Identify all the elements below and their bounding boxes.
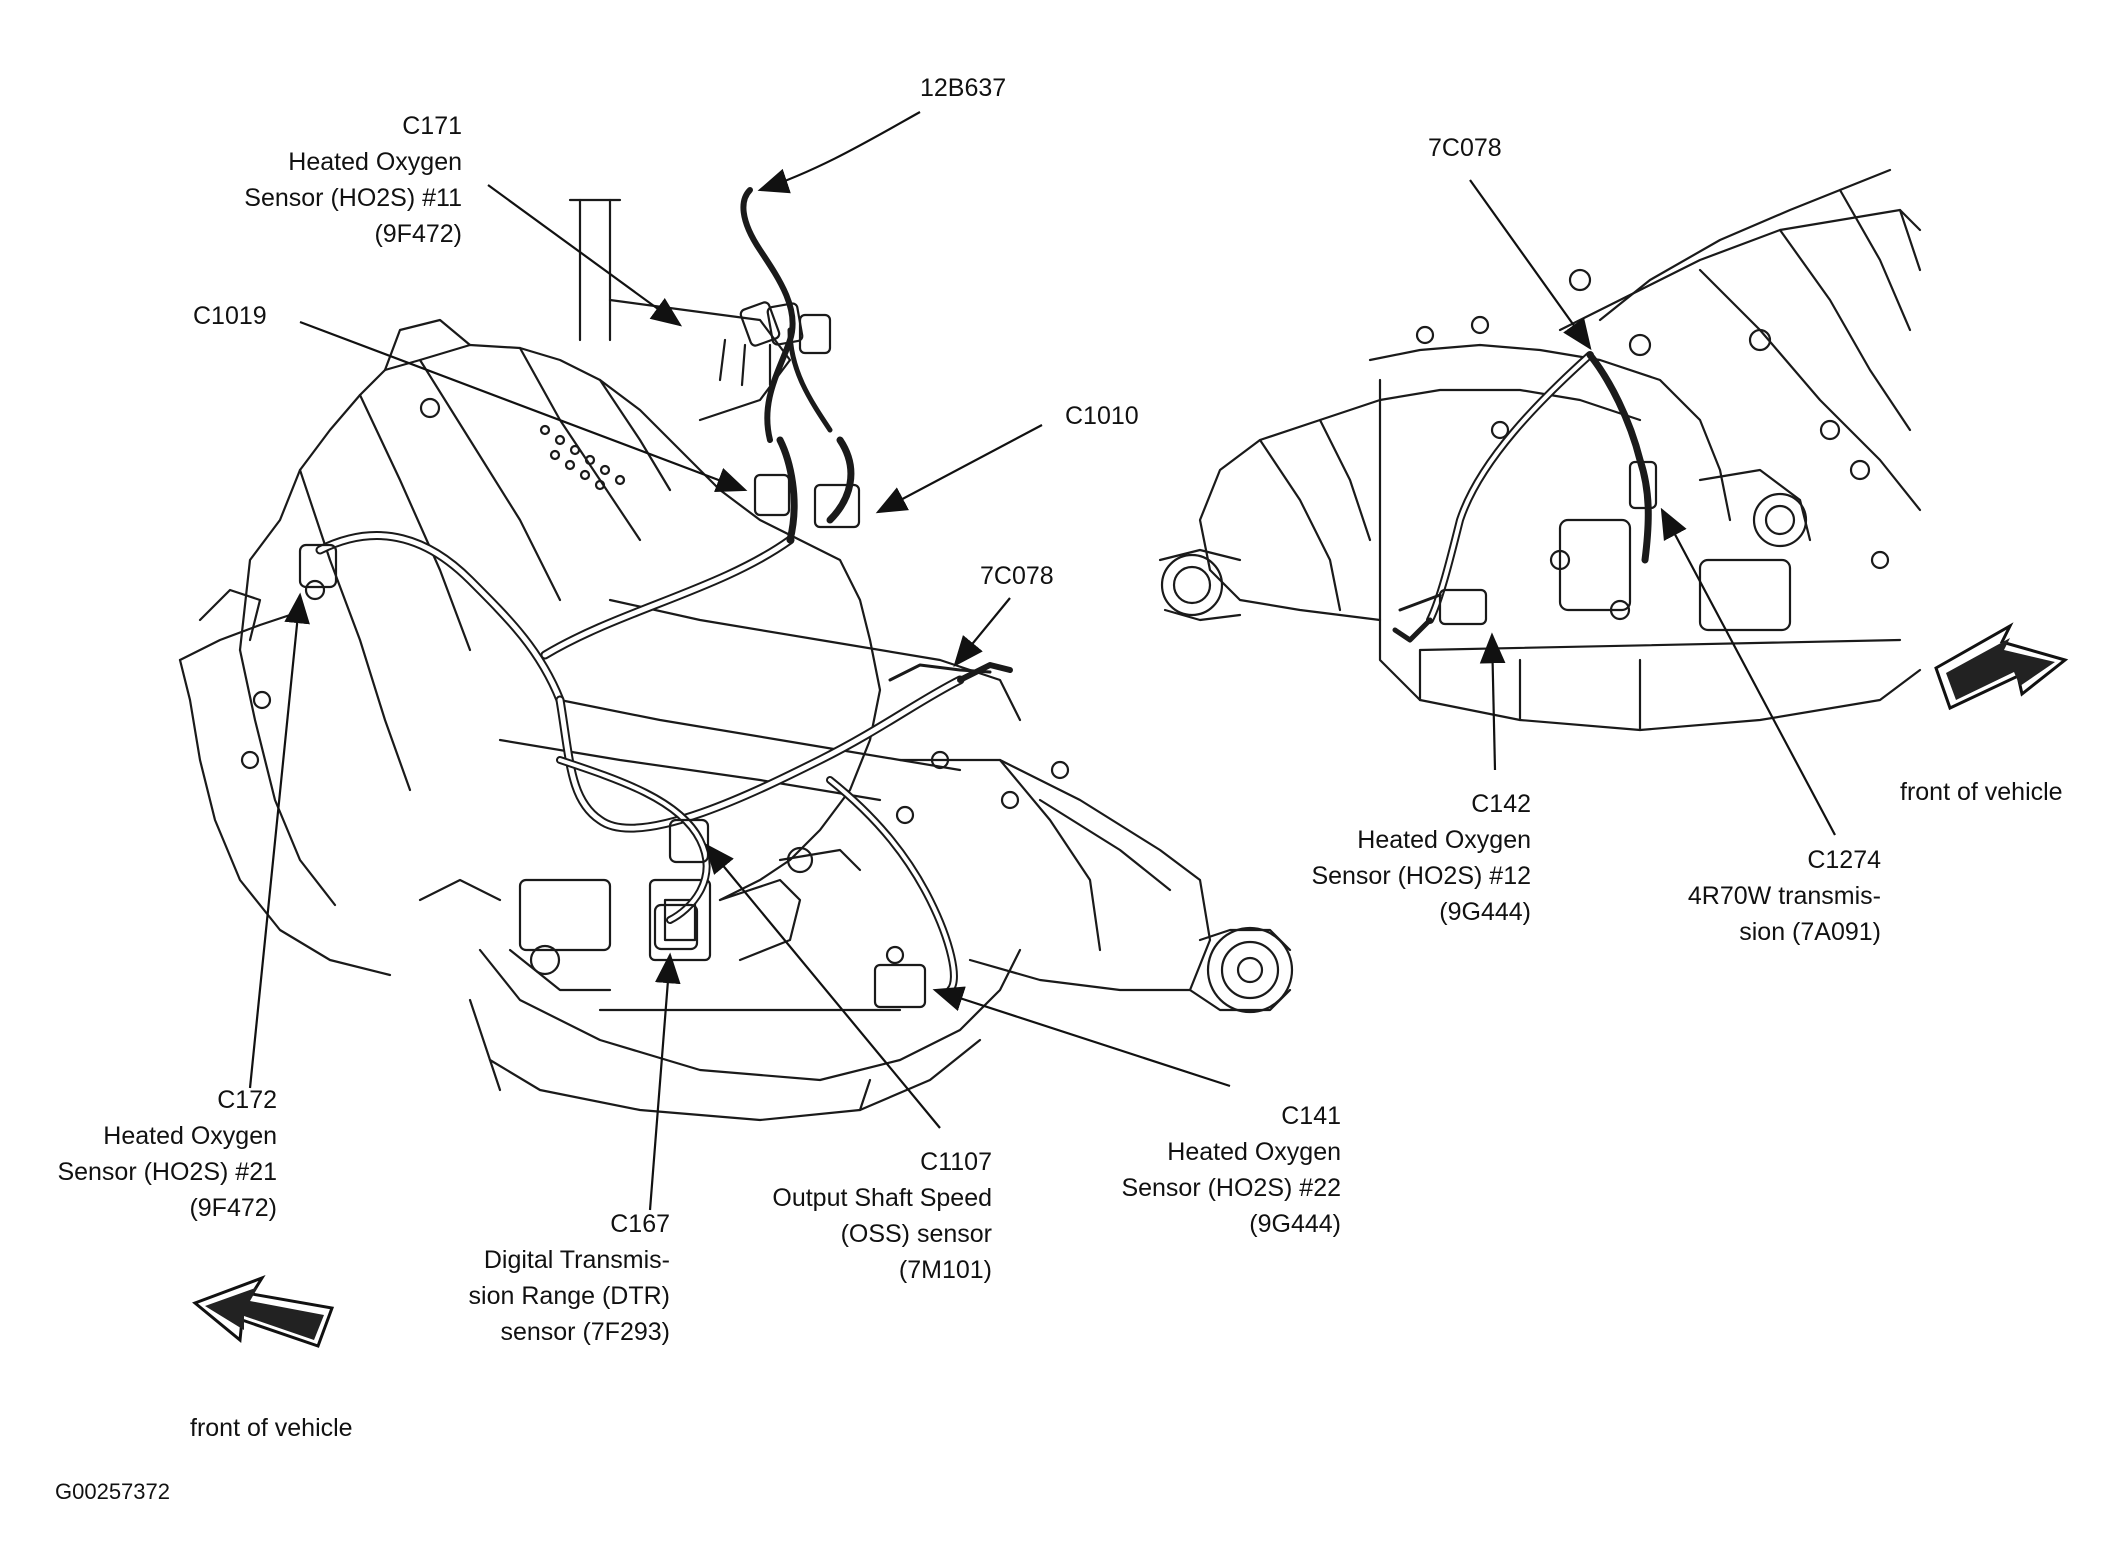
- leader-7c078-left: [953, 597, 1011, 667]
- front-of-vehicle-label-left: front of vehicle: [190, 1414, 353, 1442]
- label-c141: C141 Heated Oxygen Sensor (HO2S) #22 (9G…: [1121, 1102, 1341, 1238]
- label-7c078-right: 7C078: [1428, 134, 1502, 162]
- label-c142: C142 Heated Oxygen Sensor (HO2S) #12 (9G…: [1311, 790, 1531, 926]
- left-transmission-illustration: [178, 187, 1294, 1122]
- label-c1010: C1010: [1065, 402, 1139, 430]
- leader-c1274: [1660, 507, 1836, 836]
- leader-c1107: [704, 843, 941, 1129]
- front-of-vehicle-label-right: front of vehicle: [1900, 778, 2063, 806]
- right-direction-arrow-icon: [1934, 622, 2069, 711]
- leader-c1010: [875, 424, 1043, 514]
- leader-c167: [648, 952, 681, 1211]
- label-c171: C171 Heated Oxygen Sensor (HO2S) #11 (9F…: [244, 112, 462, 248]
- leader-c1019: [299, 320, 748, 493]
- leader-lines: [248, 111, 1836, 1211]
- label-c167: C167 Digital Transmis- sion Range (DTR) …: [468, 1210, 670, 1346]
- figure-id: G00257372: [55, 1479, 170, 1504]
- left-direction-arrow-icon: [192, 1275, 335, 1348]
- right-transmission-illustration: [1158, 168, 1922, 732]
- label-c1274: C1274 4R70W transmis- sion (7A091): [1687, 846, 1881, 946]
- leader-c172: [248, 592, 310, 1089]
- label-7c078-left: 7C078: [980, 562, 1054, 590]
- leader-7c078-right: [1469, 179, 1592, 351]
- leader-c171: [487, 184, 683, 327]
- leader-12b637: [757, 111, 921, 194]
- label-c1107: C1107 Output Shaft Speed (OSS) sensor (7…: [772, 1148, 992, 1284]
- label-12b637: 12B637: [920, 74, 1007, 102]
- leader-c142: [1479, 632, 1506, 771]
- leader-c141: [932, 986, 1231, 1088]
- label-c172: C172 Heated Oxygen Sensor (HO2S) #21 (9F…: [57, 1086, 277, 1222]
- label-c1019: C1019: [193, 302, 267, 330]
